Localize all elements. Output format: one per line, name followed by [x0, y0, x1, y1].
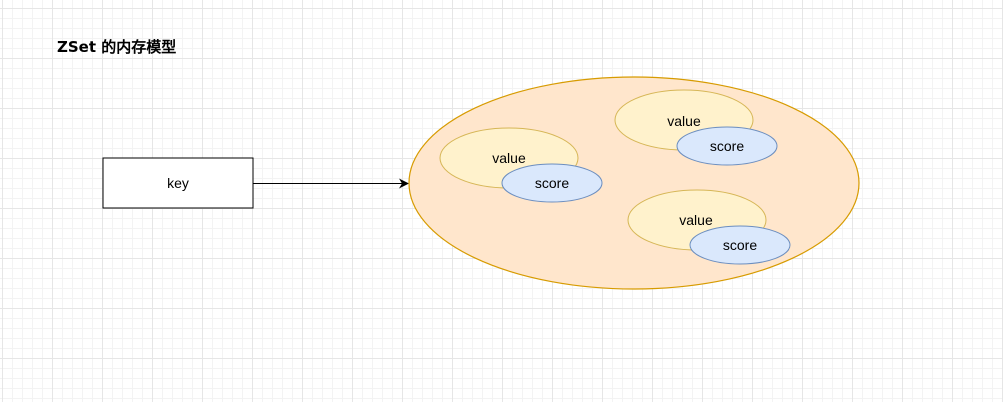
key-label: key: [167, 175, 189, 191]
score-ellipse-2[interactable]: [676, 126, 778, 166]
zset-member-1[interactable]: value score: [439, 127, 603, 203]
score-label-3: score: [723, 237, 757, 253]
zset-member-3[interactable]: value score: [627, 189, 791, 265]
score-label-1: score: [535, 175, 569, 191]
score-ellipse-3[interactable]: [689, 225, 791, 265]
score-label-2: score: [710, 138, 744, 154]
key-node[interactable]: key: [102, 157, 254, 209]
zset-member-2[interactable]: value score: [614, 89, 778, 166]
diagram-title: ZSet 的内存模型: [57, 38, 177, 56]
value-label-3: value: [679, 212, 713, 228]
value-label-1: value: [492, 150, 526, 166]
score-ellipse-1[interactable]: [501, 163, 603, 203]
value-label-2: value: [667, 113, 701, 129]
